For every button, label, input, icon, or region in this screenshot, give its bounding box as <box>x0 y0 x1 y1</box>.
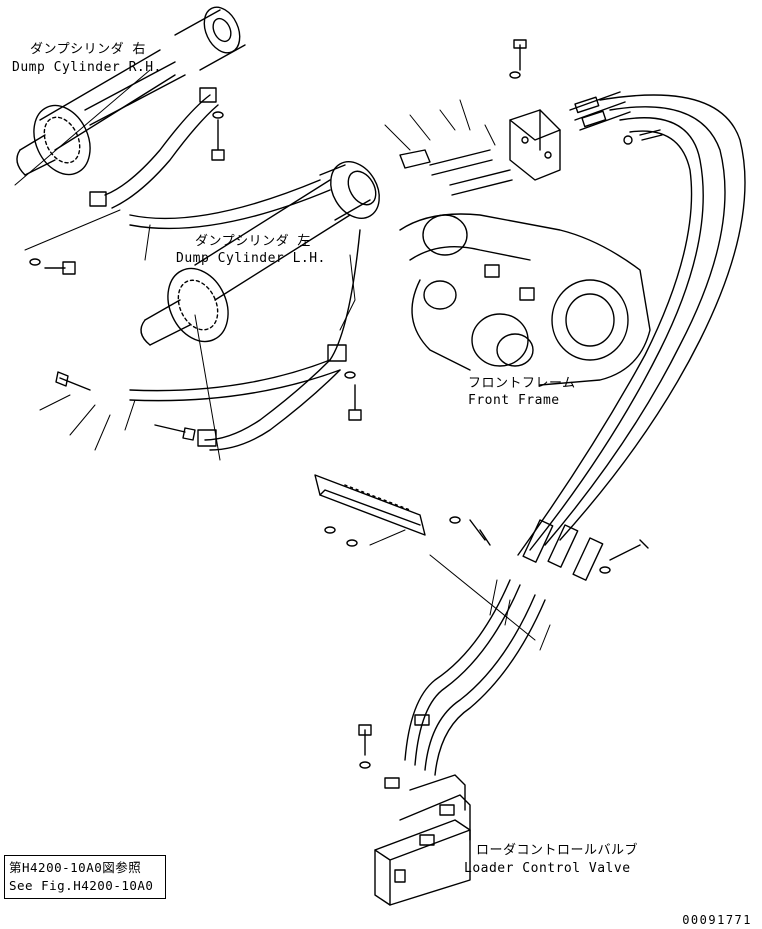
front-frame-label-en: Front Frame <box>468 393 560 408</box>
front-frame <box>399 213 651 386</box>
leader-lines <box>14 69 551 651</box>
drawing-code: 00091771 <box>682 913 752 927</box>
hose-rh-cylinder <box>89 87 331 230</box>
reference-box: 第H4200-10A0図参照 See Fig.H4200-10A0 <box>4 855 166 899</box>
dump-cylinder-rh-label-jp: ダンプシリンダ 右 <box>30 42 146 57</box>
front-frame-label-jp: フロントフレーム <box>468 376 576 391</box>
loader-valve-label-en: Loader Control Valve <box>464 861 631 876</box>
hose-bracket <box>314 474 426 536</box>
loader-pipes <box>384 579 546 789</box>
loader-control-valve <box>374 774 471 906</box>
hardware <box>29 111 649 769</box>
loader-valve-label-jp: ローダコントロールバルブ <box>476 843 639 858</box>
top-valve-block <box>399 39 663 196</box>
dump-cylinder-rh <box>16 6 246 176</box>
dump-cylinder-lh <box>140 161 380 346</box>
main-hose-bundle <box>517 94 746 581</box>
reference-en: See Fig.H4200-10A0 <box>9 878 154 893</box>
reference-jp: 第H4200-10A0図参照 <box>9 860 142 875</box>
dump-cylinder-lh-label-jp: ダンプシリンダ 左 <box>195 234 311 249</box>
hose-lh-cylinder <box>129 229 361 451</box>
dump-cylinder-lh-label-en: Dump Cylinder L.H. <box>176 251 326 266</box>
dump-cylinder-rh-label-en: Dump Cylinder R.H. <box>12 60 162 75</box>
